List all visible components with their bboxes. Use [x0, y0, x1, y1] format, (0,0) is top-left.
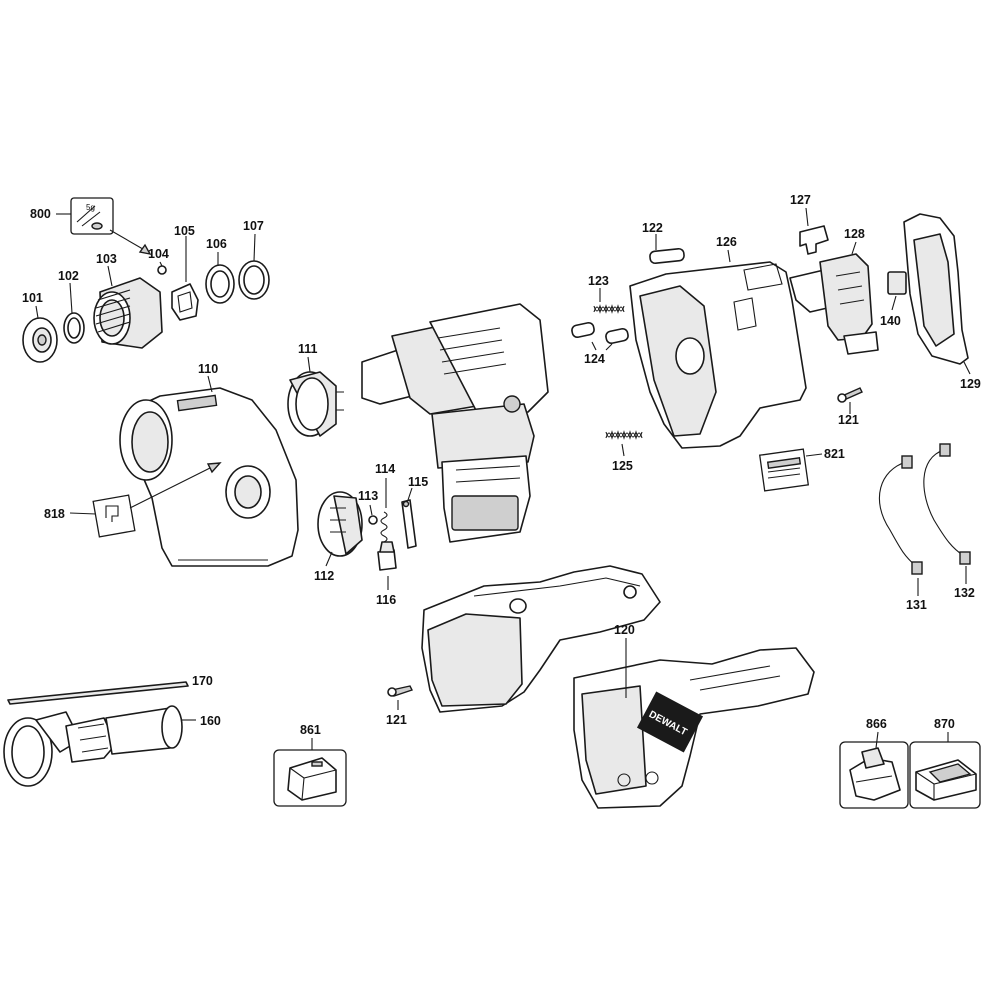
- part-107-ring: [238, 233, 270, 300]
- part-170-depth-rod: [7, 681, 189, 705]
- part-106-ring: [205, 252, 235, 304]
- callout-131: 131: [906, 598, 927, 612]
- callout-132: 132: [954, 586, 975, 600]
- part-motor-gear-assembly: [361, 303, 549, 543]
- callout-110: 110: [198, 362, 218, 376]
- part-126-handle-housing: [629, 249, 807, 449]
- callout-818: 818: [44, 507, 65, 521]
- callout-104: 104: [148, 247, 169, 261]
- callout-866: 866: [866, 717, 887, 731]
- callout-128: 128: [844, 227, 865, 241]
- part-116-plunger: [377, 541, 397, 590]
- callout-861: 861: [300, 723, 321, 737]
- callout-870: 870: [934, 717, 955, 731]
- part-112-selector-knob: [317, 491, 363, 567]
- callout-106: 106: [206, 237, 227, 251]
- part-105-retainer: [171, 236, 199, 321]
- part-122-brush: [649, 234, 685, 265]
- callout-160: 160: [200, 714, 221, 728]
- part-123-spring: [593, 288, 625, 314]
- part-128-switch: [789, 241, 879, 355]
- part-124-brush-holders: [571, 321, 629, 351]
- callout-121-upper: 121: [838, 413, 859, 427]
- part-132-wire: [923, 443, 971, 584]
- callout-105: 105: [174, 224, 195, 238]
- callout-113: 113: [358, 489, 378, 503]
- callout-101: 101: [22, 291, 43, 305]
- part-800-grease-kit: 5g: [56, 197, 152, 255]
- part-121-screw-lower: [387, 685, 413, 710]
- callout-labels: 800 101 102 103 104 105 106 107 110 111 …: [22, 193, 981, 737]
- callout-800: 800: [30, 207, 51, 221]
- callout-122: 122: [642, 221, 663, 235]
- callout-121-lower: 121: [386, 713, 407, 727]
- callout-107: 107: [243, 219, 264, 233]
- part-127-clip: [799, 207, 829, 255]
- callout-129: 129: [960, 377, 981, 391]
- callout-123: 123: [588, 274, 609, 288]
- part-102-ring: [63, 282, 85, 344]
- part-103-collar: [93, 265, 163, 349]
- part-818-label: [69, 462, 222, 538]
- part-104-ball: [157, 261, 167, 275]
- callout-127: 127: [790, 193, 811, 207]
- callout-116: 116: [376, 593, 396, 607]
- part-110-gear-housing: [119, 375, 299, 567]
- part-115-lever: [401, 487, 417, 549]
- callout-112: 112: [314, 569, 334, 583]
- part-129-handle-cover: [903, 213, 971, 375]
- part-111-clutch-ring: [287, 356, 344, 437]
- callout-821: 821: [824, 447, 845, 461]
- callout-124: 124: [584, 352, 605, 366]
- callout-125: 125: [612, 459, 633, 473]
- part-160-side-handle: [3, 705, 196, 787]
- part-101-cap: [22, 305, 58, 363]
- part-131-wire: [878, 455, 923, 596]
- part-125-spring: [605, 430, 643, 457]
- callout-103: 103: [96, 252, 117, 266]
- part-121-screw-upper: [837, 387, 863, 414]
- callout-114: 114: [375, 462, 395, 476]
- callout-170: 170: [192, 674, 213, 688]
- part-113-ball: [368, 504, 378, 525]
- part-114-spring: [380, 478, 388, 543]
- part-821-label: [758, 448, 823, 492]
- callout-102: 102: [58, 269, 79, 283]
- callout-111: 111: [298, 342, 318, 356]
- callout-140: 140: [880, 314, 901, 328]
- part-870-charger: [909, 732, 981, 809]
- callout-126: 126: [716, 235, 737, 249]
- part-140-capacitor: [887, 271, 907, 311]
- part-120-motor-housing: DEWALT: [421, 565, 815, 809]
- callout-115: 115: [408, 475, 428, 489]
- part-866-battery: [839, 731, 909, 809]
- grease-amount-label: 5g: [86, 203, 95, 212]
- part-861-case: [273, 738, 347, 807]
- callout-120: 120: [614, 623, 635, 637]
